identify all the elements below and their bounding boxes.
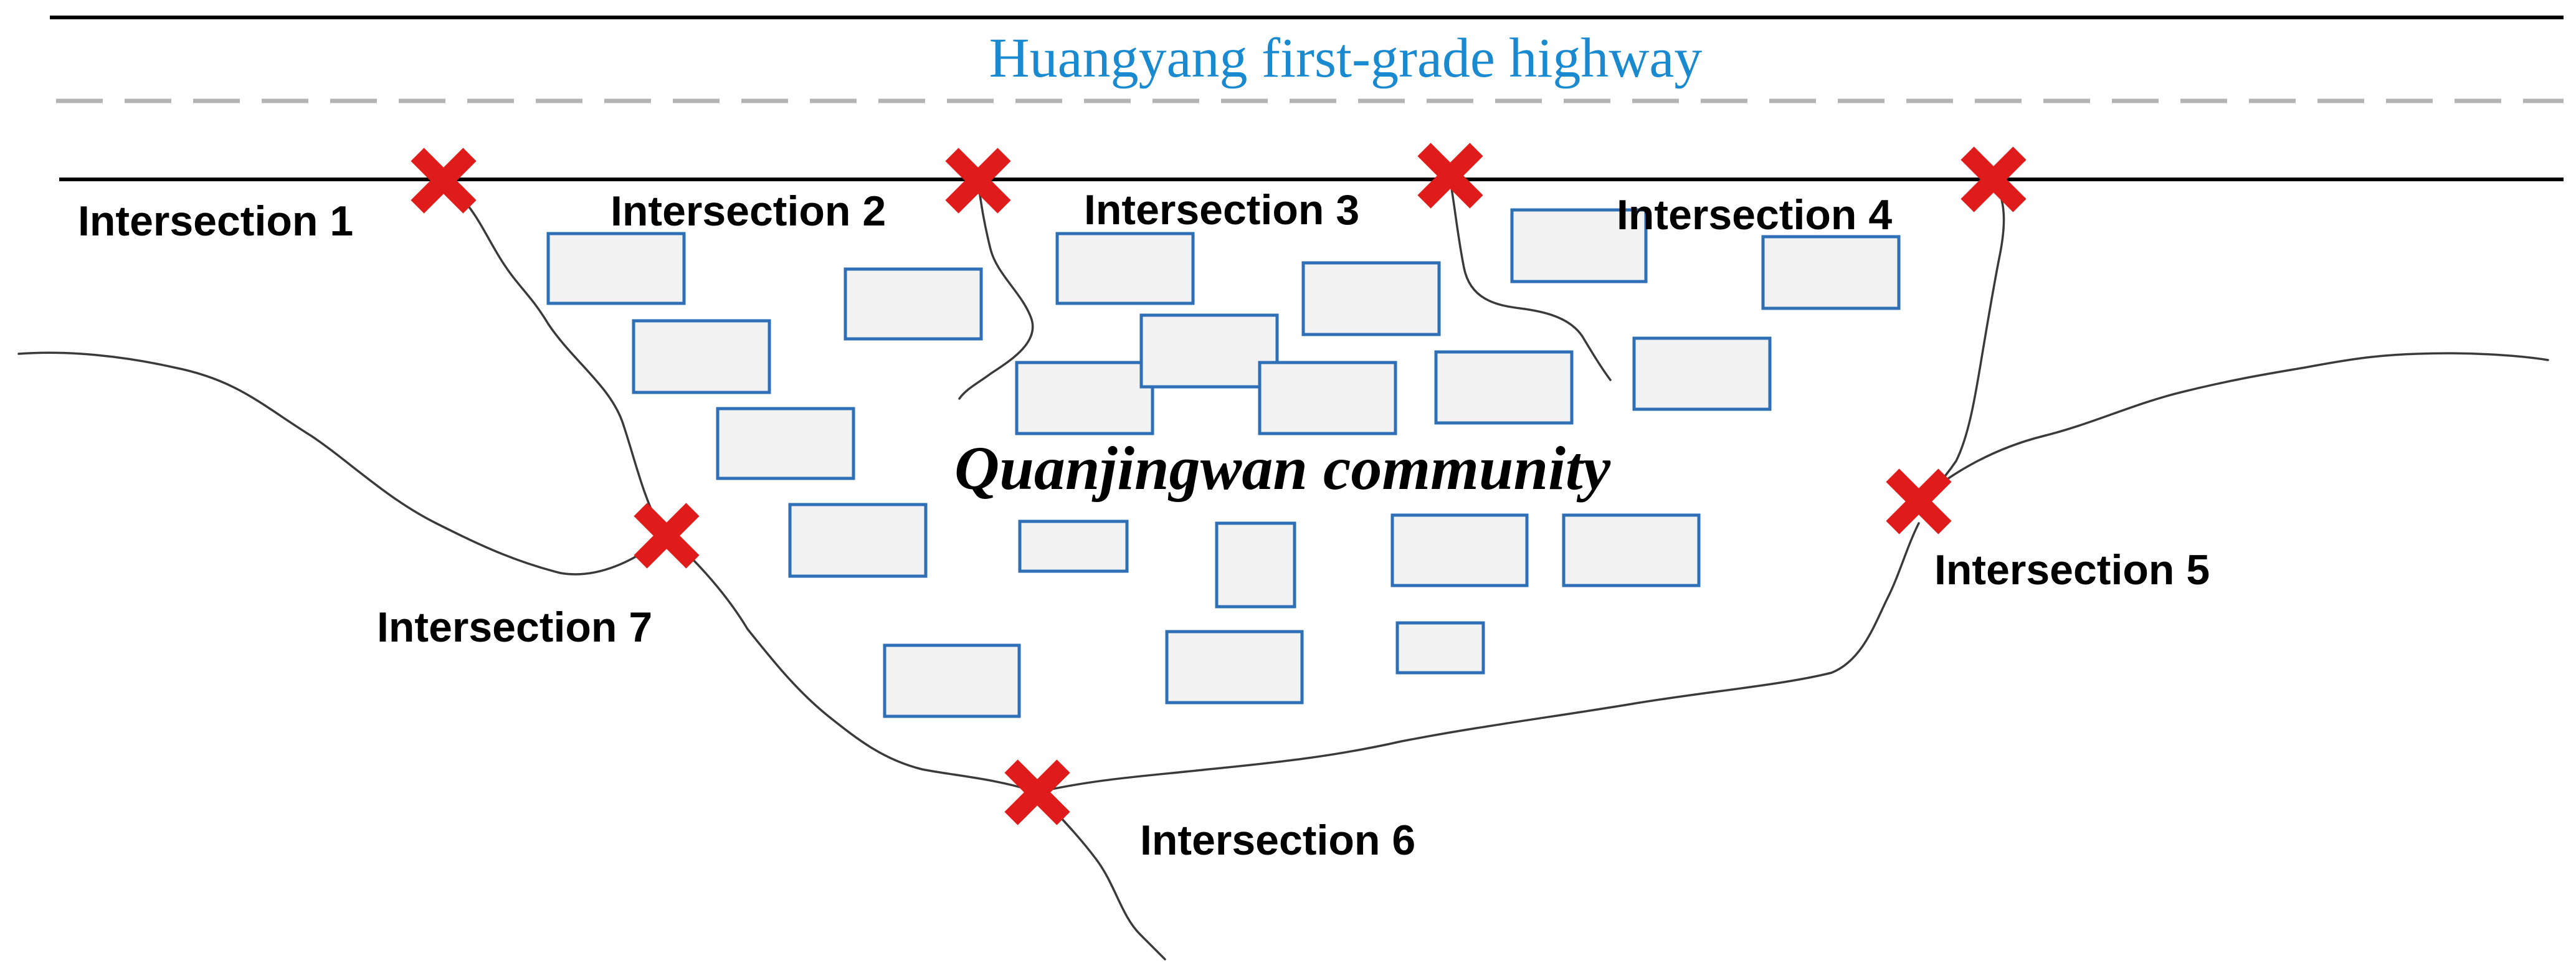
cross-icon [1886, 468, 1952, 534]
intersection-label-2: Intersection 2 [611, 187, 886, 235]
cross-icon [411, 148, 477, 214]
building [1632, 336, 1772, 411]
building [1015, 361, 1154, 435]
building [1258, 361, 1397, 435]
intersection-label-7: Intersection 7 [377, 604, 652, 651]
building [1165, 630, 1304, 704]
cross-icon [1417, 143, 1483, 209]
building [1301, 261, 1441, 336]
building [632, 319, 771, 394]
road-intersection-5-to-east [1918, 352, 2549, 503]
building [546, 232, 686, 305]
community-label: Quanjingwan community [954, 434, 1611, 503]
road-intersection-6-south [1036, 791, 1166, 961]
roads [17, 179, 2549, 961]
building [1510, 208, 1648, 283]
intersection-label-3: Intersection 3 [1084, 186, 1359, 234]
cross-icon [945, 148, 1011, 214]
highway-title: Huangyang first-grade highway [989, 27, 1703, 89]
intersection-label-4: Intersection 4 [1617, 191, 1892, 239]
road-west-to-intersection-7 [17, 351, 668, 576]
building [1215, 521, 1296, 609]
intersection-label-6: Intersection 6 [1140, 817, 1415, 864]
building [844, 267, 983, 341]
cross-icon [634, 503, 700, 569]
building [1018, 519, 1129, 573]
building [1434, 350, 1574, 425]
building [1395, 621, 1485, 675]
cross-icon [1961, 146, 2027, 212]
buildings [546, 208, 1901, 718]
intersection-markers [411, 143, 2027, 825]
building [1055, 232, 1195, 305]
cross-icon [1004, 759, 1070, 825]
building [1562, 513, 1701, 587]
road-intersection-2-branch [958, 179, 1034, 400]
intersection-label-5: Intersection 5 [1934, 546, 2210, 594]
building [716, 407, 855, 480]
building [1390, 513, 1529, 587]
road-intersection-3-branch [1449, 179, 1612, 381]
road-intersection-7-to-6 [665, 534, 1038, 794]
road-intersection-1-to-7 [442, 179, 668, 537]
intersection-label-1: Intersection 1 [78, 197, 353, 245]
building [788, 503, 928, 578]
building [883, 643, 1021, 718]
building [1139, 313, 1279, 389]
road-intersection-6-to-5 [1036, 522, 1920, 794]
building [1761, 235, 1901, 310]
road-intersection-4-to-5 [1918, 179, 2005, 503]
